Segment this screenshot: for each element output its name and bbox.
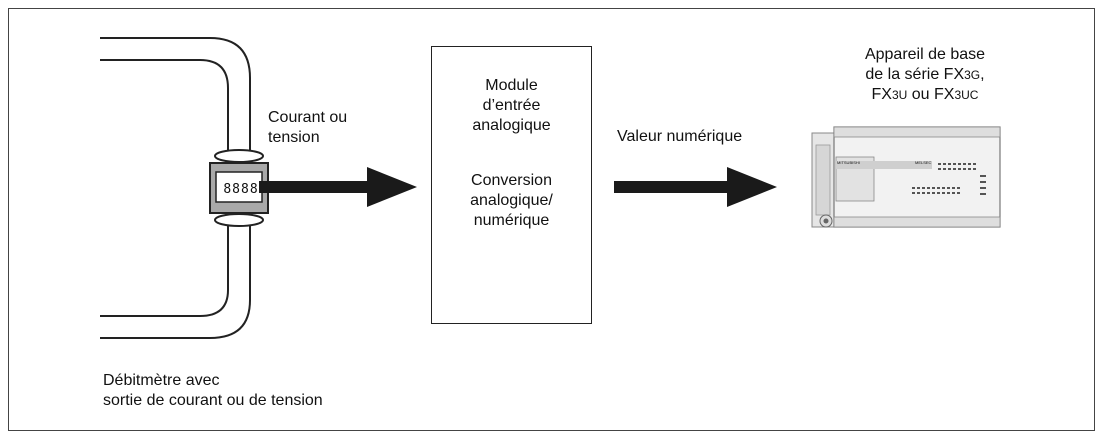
module-title-line1: Module — [485, 77, 538, 94]
plc-led-rows — [912, 163, 986, 195]
sensor-caption-line1: Débitmètre avec — [103, 372, 220, 389]
arrow2-label: Valeur numérique — [617, 128, 743, 145]
plc-title-line3-mid: ou FX — [907, 86, 955, 103]
meter-display-value: 8888 — [223, 182, 259, 197]
plc-title-line2-text: de la série FX — [865, 66, 965, 83]
module-conversion-line2: analogique/ — [470, 192, 553, 209]
digital-value-arrow — [614, 167, 777, 207]
pipe-lower-inner — [100, 220, 229, 317]
pipe-upper-inner — [100, 59, 229, 156]
pipe-lower-outer — [100, 220, 251, 339]
plc-model-text: MELSEC — [915, 160, 932, 165]
current-arrow — [259, 167, 417, 207]
upper-flange — [214, 149, 264, 163]
arrow1-label-line1: Courant ou — [268, 109, 348, 126]
plc-title-line3: FX3U ou FX3UC — [800, 85, 1050, 105]
meter-display — [215, 171, 263, 203]
plc-title-line2: de la série FX3G, — [800, 65, 1050, 85]
sensor-caption-line2: sortie de courant ou de tension — [103, 392, 323, 409]
arrow1-label-line2: tension — [268, 129, 320, 146]
plc-main-body — [833, 126, 1001, 228]
plc-title-line3-a: FX — [871, 86, 892, 103]
plc-title-line2-post: , — [980, 66, 985, 83]
flow-meter-illustration — [100, 37, 269, 339]
module-conversion-line3: numérique — [473, 212, 550, 229]
pipe-upper-outer — [100, 37, 251, 156]
module-title-line3: analogique — [472, 117, 551, 134]
plc-title-line1: Appareil de base — [864, 46, 986, 63]
lower-flange — [214, 213, 264, 227]
plc-title-line2-sub: 3G — [964, 68, 981, 82]
plc-brand-strip — [836, 161, 932, 169]
analog-input-module-box — [431, 46, 592, 324]
plc-title-line3-b-sub: 3UC — [954, 88, 979, 102]
plc-bottom-terminal-strip — [833, 216, 1001, 228]
plc-title-line3-a-sub: 3U — [891, 88, 908, 102]
module-conversion-line1: Conversion — [471, 172, 552, 189]
module-title-line2: d’entrée — [482, 97, 541, 114]
plc-brand-text: MITSUBISHI — [837, 160, 860, 165]
diagram-frame — [8, 8, 1095, 431]
plc-device-illustration — [811, 126, 1001, 228]
plc-top-terminal-strip — [833, 126, 1001, 138]
